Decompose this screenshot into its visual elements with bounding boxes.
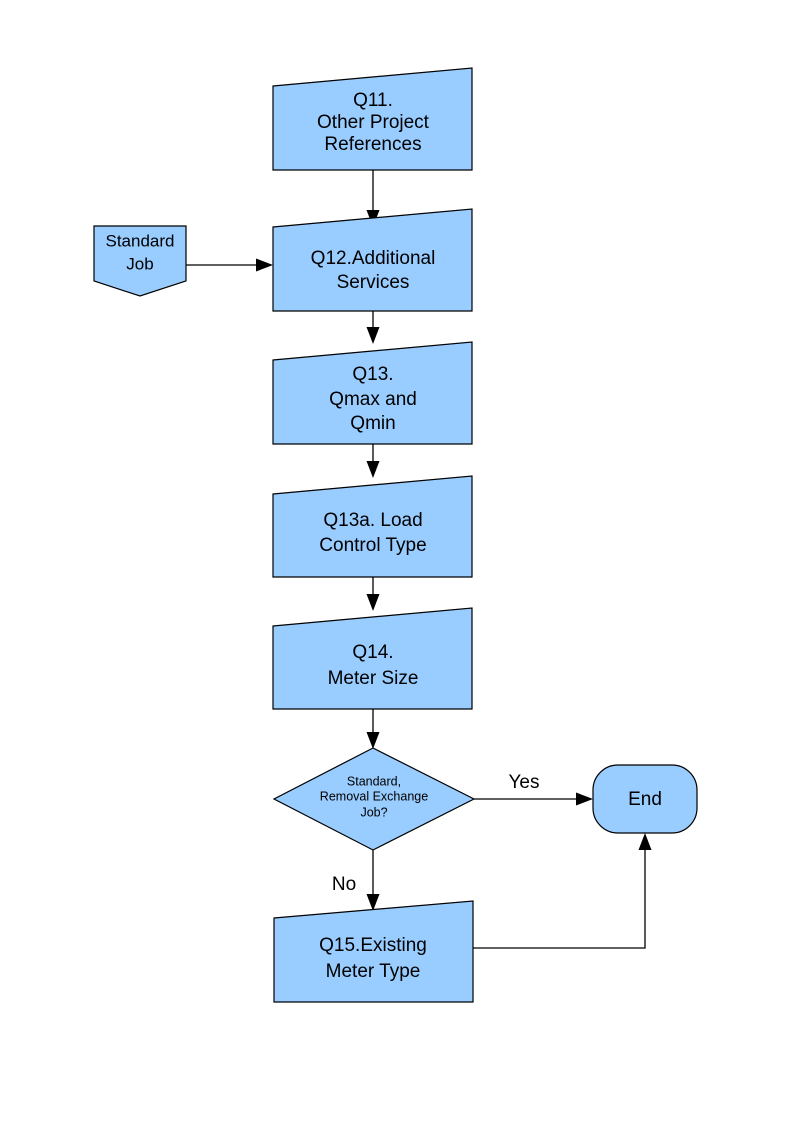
node-q13a-line-1: Q13a. Load bbox=[323, 510, 422, 531]
node-decision[interactable]: Standard, Removal Exchange Job? bbox=[272, 747, 476, 851]
node-end[interactable]: End bbox=[592, 764, 698, 834]
node-q11[interactable]: Q11. Other Project References bbox=[272, 67, 473, 171]
node-q13[interactable]: Q13. Qmax and Qmin bbox=[272, 341, 473, 445]
node-q14[interactable]: Q14. Meter Size bbox=[272, 607, 473, 710]
connector-standardjob-to-q12 bbox=[186, 258, 273, 272]
node-q15-shape[interactable] bbox=[273, 900, 474, 1003]
connector-q12-to-q13 bbox=[366, 311, 380, 344]
node-q15-line-2: Meter Type bbox=[326, 961, 421, 982]
connector-decision-to-end-yes bbox=[474, 792, 593, 806]
node-q14-line-2: Meter Size bbox=[328, 668, 419, 689]
node-decision-shape[interactable] bbox=[272, 747, 476, 851]
node-q11-line-1: Q11. bbox=[353, 90, 393, 111]
node-decision-line-3: Job? bbox=[360, 805, 387, 819]
connector-q15-to-end bbox=[473, 833, 652, 949]
node-q11-shape[interactable] bbox=[272, 67, 473, 171]
node-q14-line-1: Q14. bbox=[352, 642, 393, 663]
node-q12[interactable]: Q12.Additional Services bbox=[272, 208, 473, 312]
connector-q13a-to-q14 bbox=[366, 577, 380, 611]
edge-label-yes: Yes bbox=[509, 772, 540, 793]
node-q13-line-3: Qmin bbox=[350, 413, 395, 434]
node-standard-job-line-1: Standard bbox=[106, 231, 175, 250]
node-q13-line-2: Qmax and bbox=[329, 389, 417, 410]
node-end-shape[interactable] bbox=[592, 764, 698, 834]
node-q15-line-1: Q15.Existing bbox=[319, 935, 427, 956]
edge-label-no: No bbox=[332, 874, 356, 895]
node-q13a-line-2: Control Type bbox=[319, 535, 426, 556]
node-q15[interactable]: Q15.Existing Meter Type bbox=[273, 900, 474, 1003]
node-q13-shape[interactable] bbox=[272, 341, 473, 445]
node-standard-job-line-2: Job bbox=[126, 254, 153, 273]
connector-q13-to-q13a bbox=[366, 444, 380, 478]
node-q13a[interactable]: Q13a. Load Control Type bbox=[272, 475, 473, 578]
node-q14-shape[interactable] bbox=[272, 607, 473, 710]
node-q12-line-1: Q12.Additional bbox=[311, 248, 436, 269]
node-standard-job-shape[interactable] bbox=[93, 225, 187, 297]
node-q12-line-2: Services bbox=[337, 272, 410, 293]
connector-q14-to-decision bbox=[366, 709, 380, 749]
node-decision-line-1: Standard, bbox=[347, 774, 401, 788]
node-q12-shape[interactable] bbox=[272, 208, 473, 312]
node-end-label: End bbox=[628, 789, 662, 810]
node-q13-line-1: Q13. bbox=[352, 364, 393, 385]
connector-decision-to-q15-no bbox=[366, 850, 380, 911]
node-q11-line-2: Other Project bbox=[317, 112, 430, 133]
node-decision-line-2: Removal Exchange bbox=[320, 789, 428, 803]
node-standard-job[interactable]: Standard Job bbox=[93, 225, 187, 297]
node-q13a-shape[interactable] bbox=[272, 475, 473, 578]
node-q11-line-3: References bbox=[324, 134, 421, 155]
